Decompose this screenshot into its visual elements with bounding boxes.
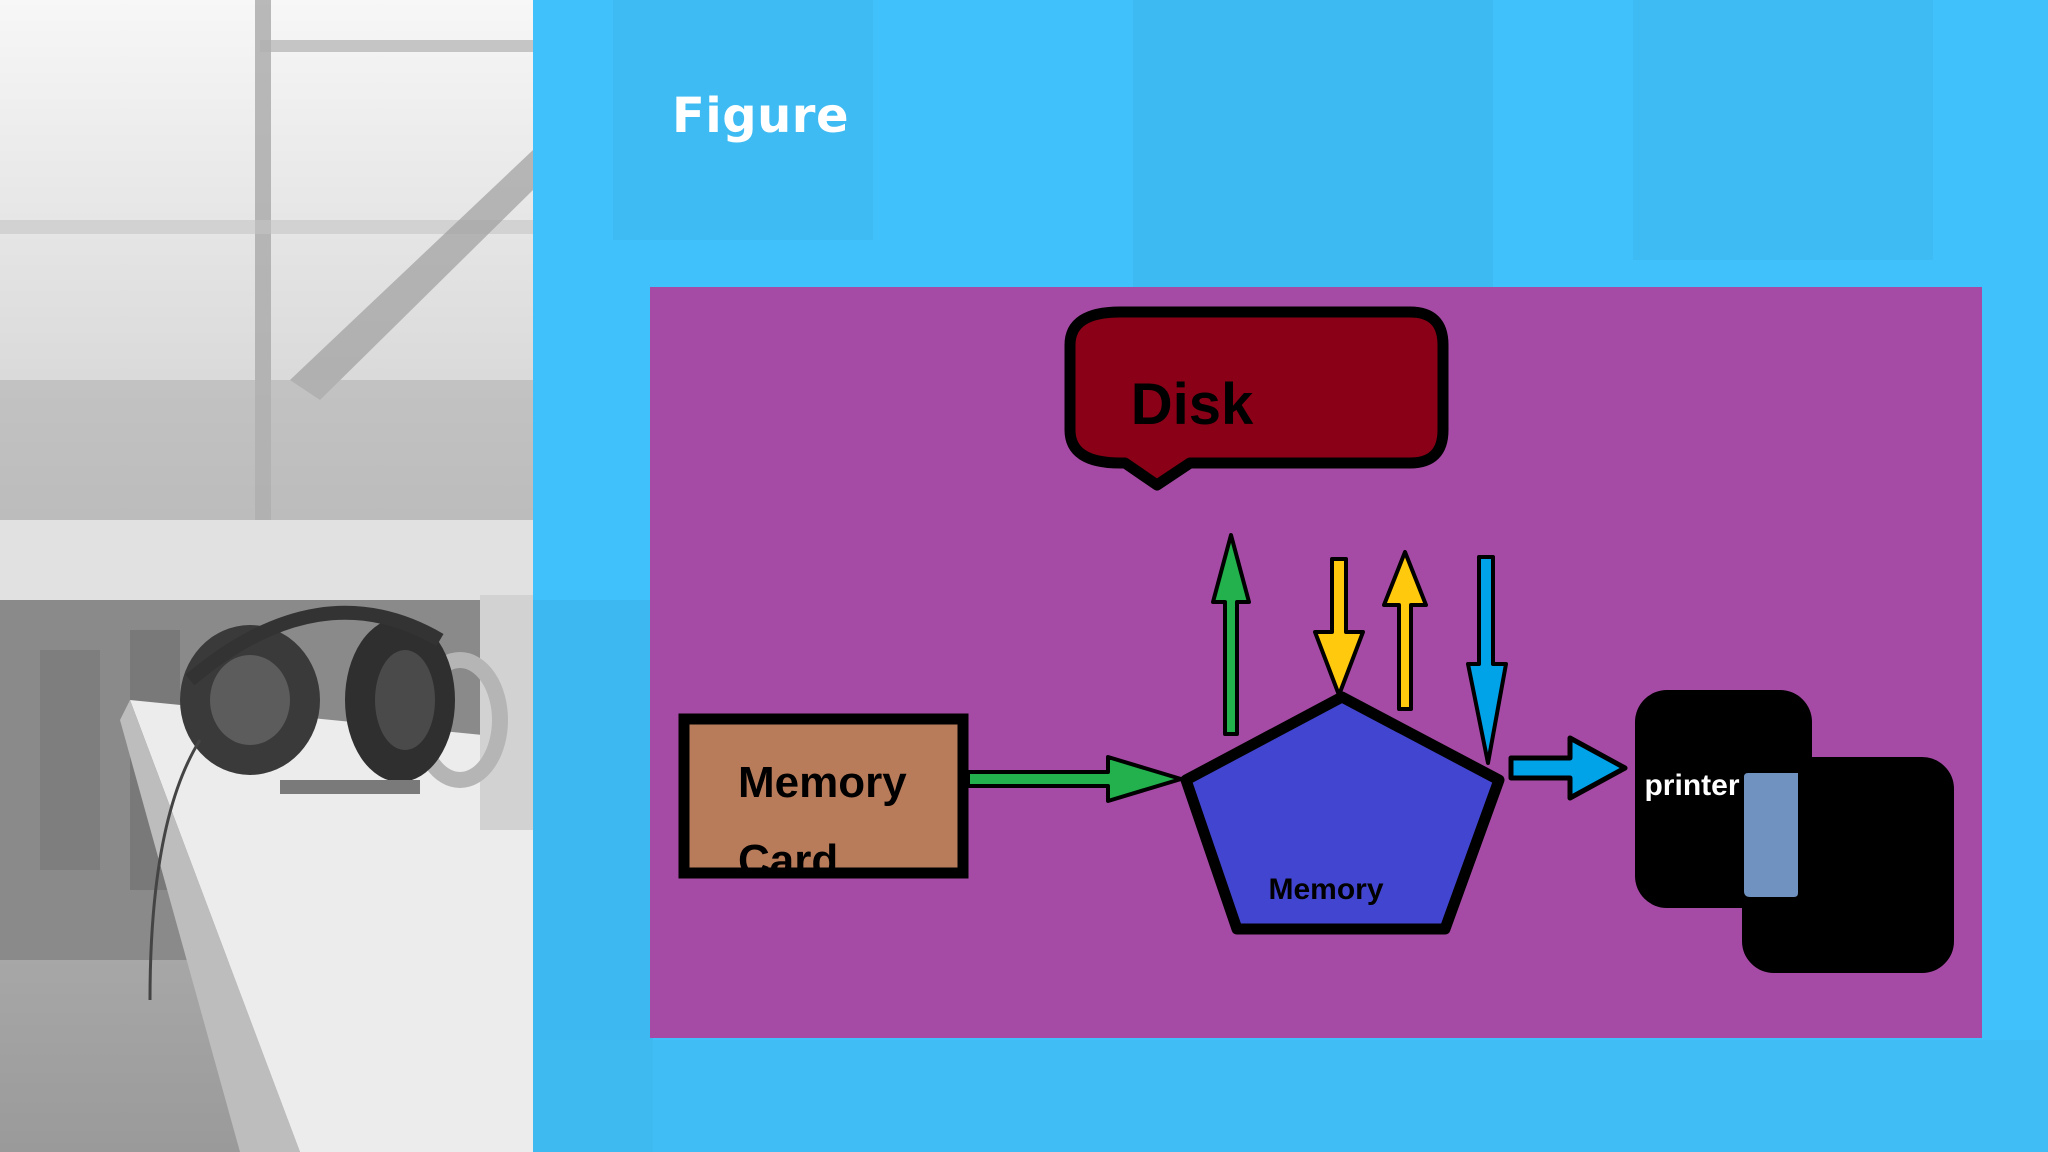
memory-node: Memory — [1180, 691, 1505, 935]
disk-label: Disk — [1131, 372, 1254, 437]
arrow-memory-to-disk-green — [1211, 533, 1251, 736]
memory-card-label-line1: Memory — [738, 758, 907, 807]
memory-card-label-line2: Card — [738, 836, 838, 885]
slide-title: Figure — [672, 88, 849, 144]
arrow-memory-to-printer — [1508, 735, 1628, 801]
background-photo — [0, 0, 533, 1152]
arrow-memory-to-disk-yellow — [1382, 550, 1428, 711]
disk-node: Disk — [1064, 306, 1449, 491]
memory-label: Memory — [1268, 873, 1383, 906]
arrow-disk-to-memory-blue — [1466, 555, 1508, 765]
diagram-canvas: Disk Memory Card Memory printer — [650, 287, 1982, 1038]
arrow-disk-to-memory-yellow — [1313, 557, 1365, 697]
printer-label: printer — [1644, 769, 1739, 802]
printer-node: printer — [1635, 690, 1954, 973]
memory-card-node: Memory Card — [678, 713, 969, 885]
arrow-memorycard-to-memory — [966, 755, 1183, 803]
